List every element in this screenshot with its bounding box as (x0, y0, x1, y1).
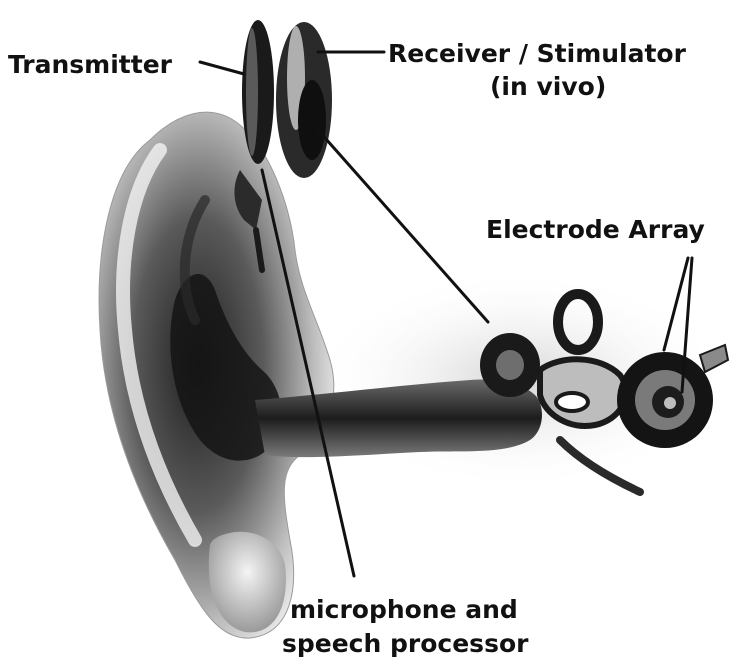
label-electrode-array: Electrode Array (486, 215, 705, 244)
outer-ear (99, 112, 334, 638)
pointer-transmitter (200, 62, 244, 74)
vestibule (540, 359, 626, 426)
label-receiver-line1: Receiver / Stimulator (388, 39, 687, 68)
label-microphone-line1: microphone and (290, 595, 518, 624)
label-microphone-line2: speech processor (282, 629, 529, 658)
label-receiver-line2: (in vivo) (490, 72, 606, 101)
label-transmitter: Transmitter (8, 50, 173, 79)
